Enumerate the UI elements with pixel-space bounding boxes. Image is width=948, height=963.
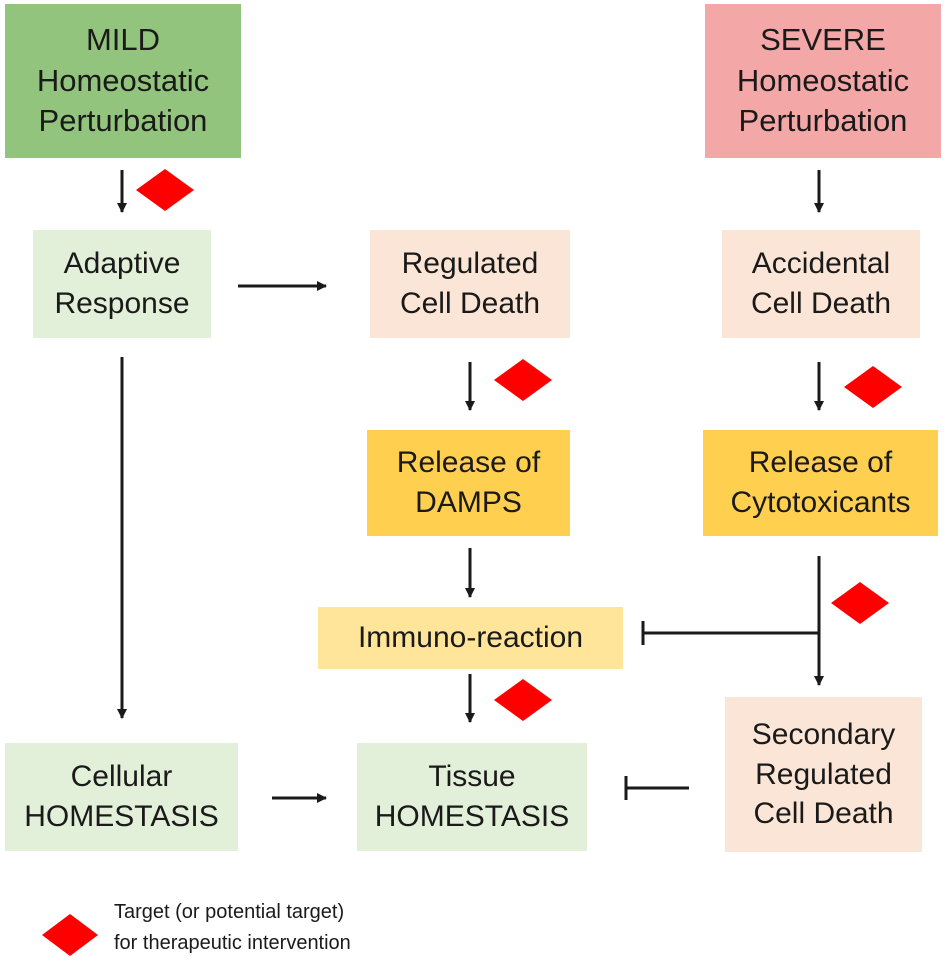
legend-text: Target (or potential target) for therape…	[114, 901, 351, 954]
mild-perturbation-label: MILD Homeostatic Perturbation	[36, 21, 210, 139]
target-diamond-icon-regulated-to-damps	[494, 359, 552, 401]
regulated-cell-death-node: Regulated Cell Death	[370, 230, 570, 338]
release-of-damps-label: Release of DAMPS	[396, 446, 541, 519]
severe-perturbation-node: SEVERE Homeostatic Perturbation	[705, 4, 941, 158]
release-of-damps-node: Release of DAMPS	[367, 430, 570, 536]
regulated-cell-death-label: Regulated Cell Death	[399, 247, 541, 320]
target-diamond-icon-immuno-to-tissue	[494, 679, 552, 721]
release-of-cytotoxicants-node: Release of Cytotoxicants	[703, 430, 938, 536]
severe-perturbation-label: SEVERE Homeostatic Perturbation	[736, 21, 910, 139]
target-diamond-icon-mild-to-adaptive	[136, 169, 194, 211]
target-diamond-icon-accidental-to-cytotox	[844, 366, 902, 408]
target-diamond-icon-cytotox-to-secondary	[831, 582, 889, 624]
adaptive-response-label: Adaptive Response	[54, 247, 190, 320]
accidental-cell-death-label: Accidental Cell Death	[750, 247, 892, 320]
adaptive-response-node: Adaptive Response	[33, 230, 211, 338]
red-diamond-icon	[42, 914, 98, 956]
accidental-cell-death-node: Accidental Cell Death	[722, 230, 920, 338]
cellular-homeostasis-label: Cellular HOMESTASIS	[24, 760, 219, 833]
tissue-homeostasis-node: Tissue HOMESTASIS	[357, 743, 587, 851]
mild-perturbation-node: MILD Homeostatic Perturbation	[5, 4, 241, 158]
release-of-cytotoxicants-label: Release of Cytotoxicants	[730, 446, 911, 519]
immuno-reaction-node: Immuno-reaction	[318, 607, 623, 669]
immuno-reaction-label: Immuno-reaction	[357, 621, 584, 655]
cellular-homeostasis-node: Cellular HOMESTASIS	[5, 743, 238, 851]
tissue-homeostasis-label: Tissue HOMESTASIS	[374, 760, 570, 833]
secondary-regulated-cell-death-label: Secondary Regulated Cell Death	[751, 718, 896, 831]
secondary-regulated-cell-death-node: Secondary Regulated Cell Death	[725, 697, 922, 852]
